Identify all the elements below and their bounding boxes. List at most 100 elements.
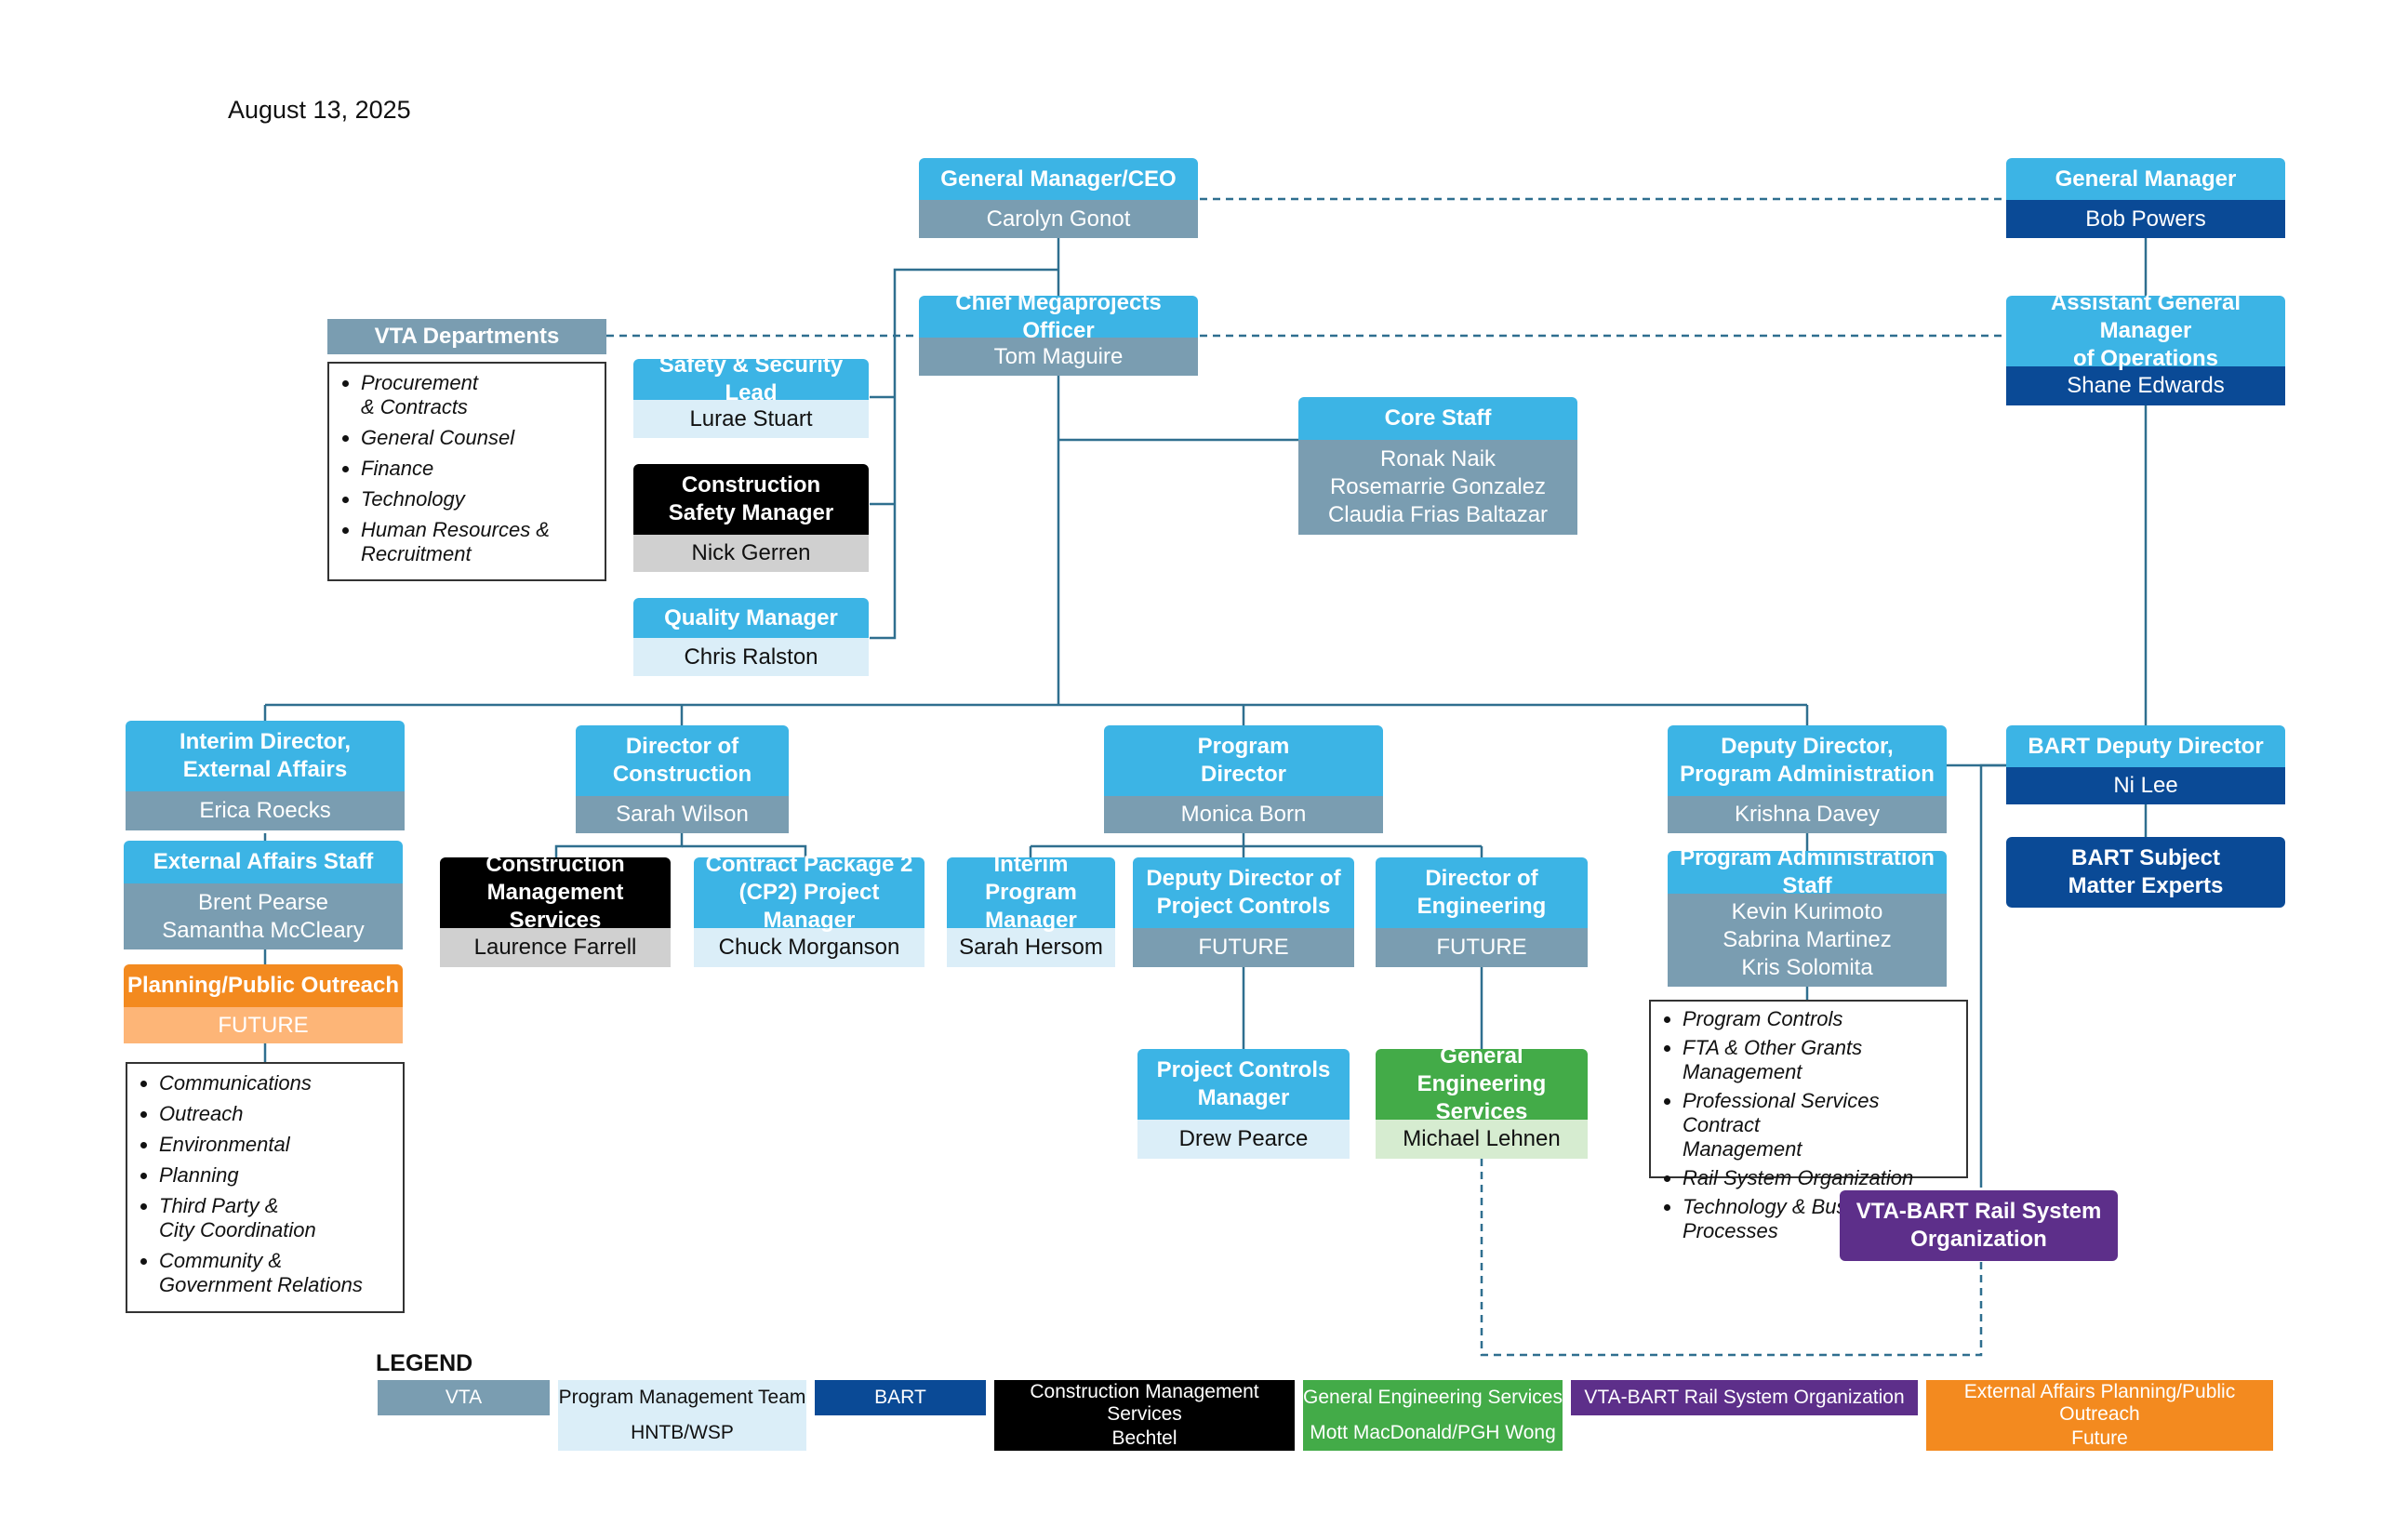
person-name: Krishna Davey [1668, 796, 1947, 833]
list-item: Environmental [159, 1133, 393, 1157]
bart-dd-box: BART Deputy Director Ni Lee [2006, 725, 2285, 804]
legend-title: LEGEND [376, 1350, 473, 1376]
list-item: Outreach [159, 1102, 393, 1126]
list-item: Procurement& Contracts [361, 371, 595, 419]
pa-staff-box: Program Administration Staff Kevin Kurim… [1668, 845, 1947, 987]
list-item: Program Controls [1683, 1007, 1957, 1031]
vta-departments-list: Procurement& Contracts General Counsel F… [327, 362, 606, 581]
person-name: Tom Maguire [919, 338, 1198, 376]
cmo-box: Chief Megaprojects Officer Tom Maguire [919, 290, 1198, 376]
box-title: Assistant General Manager of Operations [2006, 290, 2285, 371]
legend-rail-system-org: VTA-BART Rail System Organization [1571, 1380, 1918, 1415]
program-admin-list: Program Controls FTA & Other Grants Mana… [1649, 1000, 1968, 1242]
line-rail-org [1979, 763, 2009, 1188]
person-name: Chris Ralston [633, 638, 869, 676]
status-future: FUTURE [1133, 928, 1354, 967]
person-name: Michael Lehnen [1376, 1120, 1588, 1159]
vta-departments-header: VTA Departments [327, 319, 606, 354]
legend-external-affairs-future: External Affairs Planning/Public Outreac… [1926, 1380, 2273, 1451]
status-future: FUTURE [1376, 928, 1588, 967]
person-name: Carolyn Gonot [919, 200, 1198, 238]
box-title: BART Deputy Director [2006, 725, 2285, 767]
list-item: Finance [361, 457, 595, 481]
list-item: Human Resources &Recruitment [361, 518, 595, 566]
list-item: Third Party &City Coordination [159, 1194, 393, 1242]
list-item: General Counsel [361, 426, 595, 450]
outreach-list: Communications Outreach Environmental Pl… [126, 1062, 405, 1313]
person-name: Shane Edwards [2006, 366, 2285, 405]
list-item: Communications [159, 1071, 393, 1095]
box-title: External Affairs Staff [124, 841, 403, 883]
person-name: Bob Powers [2006, 200, 2285, 238]
dashed-link-ges-rail [1480, 1159, 1983, 1357]
list-item: Technology [361, 487, 595, 511]
line-construction-cms [554, 833, 684, 857]
box-title: Interim Director,External Affairs [126, 721, 405, 791]
legend-vta: VTA [378, 1380, 550, 1415]
box-title: Deputy Director,Program Administration [1668, 725, 1947, 796]
person-name: Lurae Stuart [633, 400, 869, 438]
title-line: of Operations [2072, 346, 2218, 371]
bart-gm-box: General Manager Bob Powers [2006, 158, 2285, 238]
dd-program-admin-box: Deputy Director,Program Administration K… [1668, 725, 1947, 833]
cp2-pm-box: Contract Package 2(CP2) Project Manager … [694, 852, 924, 967]
person-name: Sarah Hersom [947, 928, 1115, 967]
person-name: Ni Lee [2006, 767, 2285, 804]
list-item: Community &Government Relations [159, 1249, 393, 1297]
box-title: Safety & Security Lead [633, 352, 869, 405]
person-name: Drew Pearce [1137, 1120, 1350, 1159]
box-title: Chief Megaprojects Officer [919, 290, 1198, 343]
box-title: General Manager/CEO [919, 158, 1198, 200]
person-name: Nick Gerren [633, 535, 869, 572]
person-name: Laurence Farrell [440, 928, 671, 967]
safety-security-box: Safety & Security Lead Lurae Stuart [633, 352, 869, 438]
planning-outreach-box: Planning/Public Outreach FUTURE [124, 964, 403, 1043]
person-name: Erica Roecks [126, 791, 405, 830]
box-title: Program Administration Staff [1668, 845, 1947, 898]
gm-ceo-box: General Manager/CEO Carolyn Gonot [919, 158, 1198, 238]
line-staff-bracket [870, 268, 1058, 640]
list-item: Rail System Organization [1683, 1166, 1957, 1190]
list-item: FTA & Other Grants Management [1683, 1036, 1957, 1084]
box-title: General Manager [2006, 158, 2285, 200]
legend-bart: BART [815, 1380, 986, 1415]
line-construction-cp2 [682, 844, 807, 857]
bart-agm-box: Assistant General Manager of Operations S… [2006, 290, 2285, 405]
person-name: Sarah Wilson [576, 796, 789, 833]
title-line: Assistant General Manager [2050, 290, 2241, 343]
date-label: August 13, 2025 [228, 96, 411, 124]
box-title: Core Staff [1298, 397, 1577, 440]
quality-manager-box: Quality Manager Chris Ralston [633, 598, 869, 676]
box-title: Planning/Public Outreach [124, 964, 403, 1007]
person-name: Chuck Morganson [694, 928, 924, 967]
